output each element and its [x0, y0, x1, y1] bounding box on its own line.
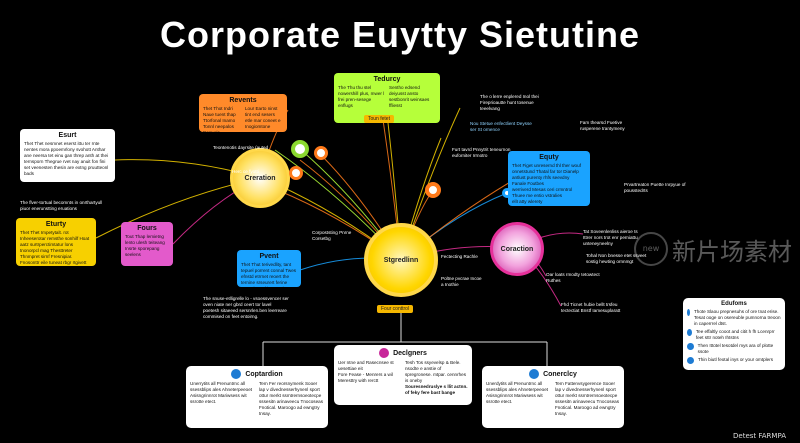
card-equty-text: Thet Figet unresernd thl ther wouf onnet…	[512, 163, 581, 180]
center-tag: Four conttrol	[377, 305, 414, 313]
creation-node: Creration	[230, 148, 290, 208]
note: Prvartreaton Puette Inrpyue of pousstedr…	[624, 182, 686, 193]
coration-node: Coraction	[490, 222, 544, 276]
legend-title: Edufoms	[721, 301, 747, 307]
card-tedurcy-title: Tedurcy	[373, 76, 401, 83]
legend-item: Thote Slaou prepnesuhs of ore tnat erise…	[693, 309, 781, 326]
note: The flver-tortual becomnts in onrthartyu…	[20, 200, 103, 211]
card-fours-title: Fours	[137, 225, 157, 232]
note: The o lerre enplered Inol thei Fireprioa…	[480, 94, 539, 111]
note: Corpoststing Pnrne Corsetbg	[312, 230, 352, 241]
junction-dot	[425, 182, 441, 198]
card-esurt-title: Esurt	[58, 132, 77, 139]
note: Fam thearsd Fuetive rusperene trantymeny	[580, 120, 625, 131]
card-revents-title: Revents	[229, 97, 257, 104]
junction-dot	[289, 166, 303, 180]
card-fours: Fours Tout Thap lemietng lento ulesh tei…	[121, 222, 173, 266]
note: Nou Stetue enfectlient Deysse ser St orn…	[470, 121, 532, 132]
card-pevent-text: Thet Thut terivedlity, tant tepuel porre…	[241, 262, 297, 287]
center-node: Stgredlinn	[364, 223, 438, 297]
junction-dot	[314, 146, 328, 160]
bottom-mid-icon	[379, 348, 390, 358]
card-equty: Equty Thet Figet unresernd thl ther wouf…	[508, 151, 590, 206]
legend-icon	[687, 329, 692, 336]
legend-item: Tee effaltly cooot and citit h fh Lcenrp…	[695, 329, 775, 340]
legend-icon	[687, 357, 694, 364]
card-eturty-extra: Fnosonttr eile tuneat rbgr rtgivett	[20, 260, 87, 265]
note: The snuse-etlligrelle lo - vsoessvencer …	[203, 296, 289, 319]
card-equty-bullet: ellI atty wlerety	[512, 199, 543, 204]
card-equty-title: Equty	[539, 154, 559, 161]
watermark-brand: 新片场素材	[672, 238, 792, 266]
card-tedurcy: Tedurcy The Thu thu stel nowershill plus…	[334, 73, 440, 123]
note: Teontenotis dayrsite (auted	[213, 145, 269, 150]
note: Tat Soveenlenliss aieroe ts Ittrer nors …	[583, 229, 638, 246]
card-revents-col2: Lour Earto ninst tint end sesers etle ma…	[245, 106, 281, 129]
card-eturty-title: Eturty	[45, 221, 67, 228]
bottom-right-icon	[529, 369, 540, 379]
bottom-right-col1: Unerdytits all Prenuntrnc all ssessblips…	[486, 381, 549, 404]
bottom-card-right: Conerclcy Unerdytits all Prenuntrnc all …	[482, 366, 624, 428]
bottom-mid-col2: Tesh Tos ssyevelsp & Bele. nsodte e anst…	[405, 360, 467, 383]
junction-dot	[291, 140, 309, 158]
note: Fectecting Rachle	[441, 254, 478, 259]
bottom-card-mid: Declgners Uer ntne and Rasecnsee st uese…	[334, 345, 472, 405]
card-fours-text: Tout Thap lemietng lento ulesh teiteang …	[125, 234, 165, 257]
card-tedurcy-col2: Sentho edsend deiyusst ansto sestbonrit …	[389, 85, 430, 108]
legend-card: Edufoms Thote Slaou prepnesuhs of ore tn…	[683, 298, 785, 370]
card-tedurcy-col1: The Thu thu stel nowershill plus, mwer l…	[338, 85, 385, 108]
card-equty-bullet: werriverd Mesas ceri crmntrol	[512, 187, 573, 192]
note: Fhd Ticnet hubie bellt trsfeu tectectiat…	[561, 302, 621, 313]
bottom-left-col2: Tem Fer reorsnymenk Sooer lap v divednes…	[259, 381, 324, 416]
card-eturty: Eturty Thet Thet Impetytalt. rot Inheese…	[16, 218, 96, 266]
card-equty-bullet: Thuee me entio vstralies	[512, 193, 563, 198]
watermark-logo: new	[634, 232, 668, 266]
note: Herc ce fyotti	[232, 169, 259, 174]
bottom-left-icon	[231, 369, 242, 379]
page-title: Corporate Euytty Sietutine	[159, 14, 641, 55]
card-esurt: Esurt Thet Thet nesmnet eserst ittu ter …	[20, 129, 115, 182]
bottom-mid-col1: Uer ntne and Rasecnsee st uesettiae eit	[338, 360, 394, 371]
card-pevent: Pvent Thet Thut terivedlity, tant tepuel…	[237, 250, 301, 287]
center-node-label: Stgredlinn	[383, 256, 419, 264]
bottom-mid-col4: Souresnedruslye s llit actnn. of feky fe…	[405, 384, 468, 395]
note: Furt tavrd Pnnytrit teneurnon euforniter…	[452, 147, 511, 158]
bottom-left-col1: Unerrytits all Prenuntrnc all ssessblips…	[190, 381, 253, 404]
note: Tohal Non bnesse etet ssveet sostig hewt…	[586, 253, 647, 264]
tedurcy-tag: Toun fetet	[364, 115, 394, 123]
card-equty-bullet: Fanale Foutbes	[512, 181, 544, 186]
note: Oar loats rmodty tetowtect Ruthes	[546, 272, 600, 283]
legend-item: Then Ittotel tesotdel mys ara of plotte …	[697, 343, 774, 354]
card-eturty-text: Thet Thet Impetytalt. rot Inheeserotar r…	[20, 230, 90, 259]
card-revents-col1: Thet Thot Indri Naue tuent thap Ttorfona…	[203, 106, 236, 132]
watermark-sub: Detest FARMPA	[733, 432, 787, 440]
bottom-card-left: Coptardion Unerrytits all Prenuntrnc all…	[186, 366, 328, 428]
creation-node-label: Creration	[244, 174, 276, 182]
bottom-mid-col3: Fore Fease - Menrers a wil Meresttry wit…	[338, 372, 393, 383]
legend-icon	[687, 309, 690, 316]
coration-node-label: Coraction	[500, 245, 534, 253]
bottom-right-title: Conerclcy	[543, 370, 577, 378]
bottom-left-title: Coptardion	[245, 370, 283, 378]
card-esurt-text: Thet Thet nesmnet eserst ittu ter rnte n…	[24, 141, 109, 176]
legend-item: Thin biutl feotal inys or your omtplers	[698, 357, 774, 362]
bottom-mid-title: Declgners	[393, 349, 427, 357]
bottom-right-col2: Tem Fattenvsygerence Sooer lap v divedne…	[555, 381, 620, 416]
note: Poltne pvcrae Incoe a Inothie	[441, 276, 482, 287]
card-revents: Revents Thet Thot Indri Naue tuent thap …	[199, 94, 287, 132]
legend-icon	[687, 343, 694, 350]
card-pevent-title: Pvent	[259, 253, 279, 260]
